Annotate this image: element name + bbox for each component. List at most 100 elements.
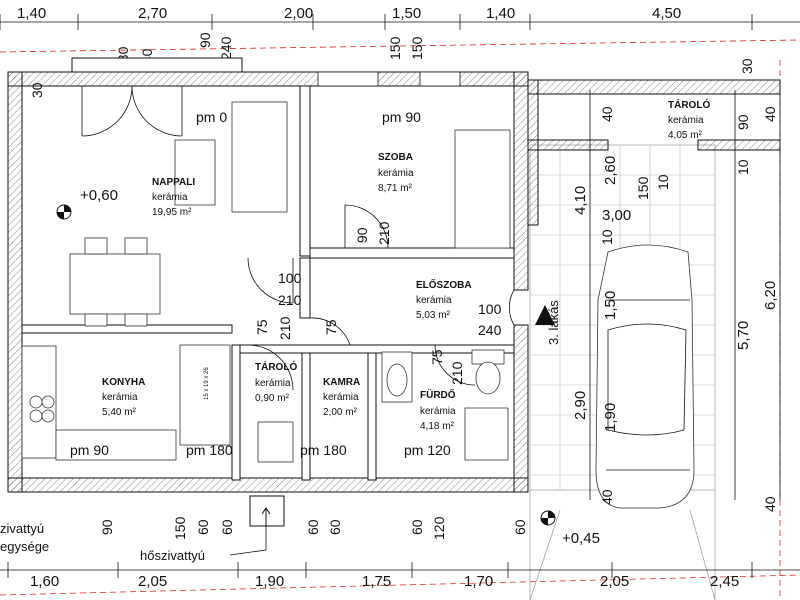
dim-bottom-2: 2,05	[138, 573, 167, 590]
dim-v-150a: 150	[387, 36, 403, 60]
dim-rs-150: 150	[635, 176, 651, 200]
dim-top-4: 1,50	[392, 5, 421, 22]
dim-bottom-6: 2,05	[600, 573, 629, 590]
heat-pump-label: hőszivattyú	[140, 548, 205, 563]
pm-label-4: pm 180	[186, 442, 233, 458]
room-szoba-area: 8,71 m²	[378, 183, 413, 194]
dim-top-3: 2,00	[284, 5, 313, 22]
dim-v-30: 30	[739, 58, 755, 74]
heat-pump-unit-line1: zivattyú	[0, 521, 44, 536]
right-small-dims: 40 90 40 10 150 10 10 40 40	[599, 106, 778, 512]
dim-int-210c: 210	[376, 221, 392, 245]
apartment-label: 3. lakás	[546, 300, 561, 345]
dim-bottom-1: 1,60	[30, 573, 59, 590]
room-eloszoba-area: 5,03 m²	[416, 310, 451, 321]
dim-bottom-5: 1,70	[464, 573, 493, 590]
dim-bottom-7: 2,45	[710, 573, 739, 590]
dim-bv-60b: 60	[219, 519, 235, 535]
room-szoba-name: SZOBA	[378, 152, 413, 163]
room-furdo-floor: kerámia	[420, 406, 456, 417]
heat-pump: hőszivattyú zivattyú egysége	[0, 495, 285, 563]
room-labels: NAPPALI kerámia 19,95 m² SZOBA kerámia 8…	[102, 98, 710, 432]
room-konyha-name: KONYHA	[102, 377, 145, 388]
room-nappali-floor: kerámia	[152, 192, 188, 203]
room-tarolo-out-name: TÁROLÓ	[668, 98, 710, 111]
dim-right-410: 4,10	[572, 186, 589, 215]
dim-int-75b: 75	[323, 319, 339, 335]
dim-right-290: 2,90	[572, 391, 589, 420]
dim-bv-90: 90	[99, 519, 115, 535]
room-nappali-area: 19,95 m²	[152, 207, 192, 218]
dim-int-75a: 75	[254, 319, 270, 335]
dim-right-190: 1,90	[602, 403, 619, 432]
dim-top-1: 1,40	[17, 5, 46, 22]
dim-bv-60c: 60	[305, 519, 321, 535]
bottom-dimension-line: 1,60 2,05 1,90 1,75 1,70 2,05 2,45	[0, 562, 800, 590]
dim-top-2: 2,70	[138, 5, 167, 22]
pm-label-2: pm 90	[382, 109, 421, 125]
dim-int-240: 240	[478, 322, 502, 338]
parapet-labels: pm 0 pm 90 pm 90 pm 180 pm 180 pm 120	[70, 109, 451, 458]
room-tarolo-floor: kerámia	[255, 378, 291, 389]
room-eloszoba-floor: kerámia	[416, 295, 452, 306]
dim-rs-10c: 10	[599, 229, 615, 245]
top-dimension-line: 1,40 2,70 2,00 1,50 1,40 4,50	[0, 5, 800, 30]
dim-right-620: 6,20	[762, 281, 779, 310]
dim-bv-120: 120	[431, 516, 447, 540]
level-exterior: +0,45	[562, 530, 600, 547]
level-interior: +0,60	[80, 187, 118, 204]
dim-rs-40a: 40	[599, 106, 615, 122]
stair-label: 15 x 19 x 26	[204, 367, 210, 400]
dim-int-100b: 100	[478, 301, 502, 317]
furniture	[21, 101, 511, 463]
bottom-vertical-dims: 90 150 60 60 60 60 60 120 60	[99, 516, 528, 540]
room-konyha-floor: kerámia	[102, 392, 138, 403]
room-kamra-floor: kerámia	[323, 392, 359, 403]
dim-right-150: 1,50	[602, 291, 619, 320]
room-eloszoba-name: ELŐSZOBA	[416, 278, 472, 291]
right-dimension-lines: 4,10 2,60 3,00 5,70 6,20 1,50 2,90 1,90	[572, 90, 781, 500]
dim-top-6: 4,50	[652, 5, 681, 22]
entrance-marker: 3. lakás	[535, 300, 561, 345]
dim-v-90: 90	[197, 32, 213, 48]
doors	[81, 85, 515, 391]
dim-int-210d: 210	[449, 361, 465, 385]
outdoor-storage	[527, 79, 781, 226]
heat-pump-unit-line2: egysége	[0, 539, 49, 554]
dim-bottom-3: 1,90	[255, 573, 284, 590]
car-outline	[595, 244, 695, 509]
dim-rs-40b: 40	[762, 106, 778, 122]
pm-label-1: pm 0	[196, 109, 227, 125]
building-walls	[7, 57, 529, 493]
room-tarolo-out-area: 4,05 m²	[668, 130, 703, 141]
dim-int-100a: 100	[278, 270, 302, 286]
room-tarolo-name: TÁROLÓ	[255, 360, 297, 373]
pm-label-3: pm 90	[70, 442, 109, 458]
pm-label-5: pm 180	[300, 442, 347, 458]
room-furdo-area: 4,18 m²	[420, 421, 455, 432]
dim-bv-60e: 60	[409, 519, 425, 535]
dim-rs-40c: 40	[599, 489, 615, 505]
dim-rs-10a: 10	[735, 159, 751, 175]
dim-rs-40d: 40	[762, 496, 778, 512]
room-kamra-area: 2,00 m²	[323, 407, 358, 418]
dim-v-240a: 240	[218, 36, 234, 60]
dim-right-260: 2,60	[602, 156, 619, 185]
dim-int-210b: 210	[277, 316, 293, 340]
dim-top-5: 1,40	[486, 5, 515, 22]
level-marks: +0,60 +0,45	[56, 187, 600, 547]
room-kamra-name: KAMRA	[323, 377, 360, 388]
dim-bv-150: 150	[172, 516, 188, 540]
pm-label-6: pm 120	[404, 442, 451, 458]
dim-int-210a: 210	[278, 292, 302, 308]
room-szoba-floor: kerámia	[378, 168, 414, 179]
dim-rs-90: 90	[735, 114, 751, 130]
dim-v-150b: 150	[409, 36, 425, 60]
room-tarolo-out-floor: kerámia	[668, 115, 704, 126]
room-furdo-name: FÜRDŐ	[420, 388, 456, 401]
dim-int-30: 30	[29, 82, 45, 98]
room-konyha-area: 5,40 m²	[102, 407, 137, 418]
dim-rs-10b: 10	[655, 174, 671, 190]
room-tarolo-area: 0,90 m²	[255, 393, 290, 404]
